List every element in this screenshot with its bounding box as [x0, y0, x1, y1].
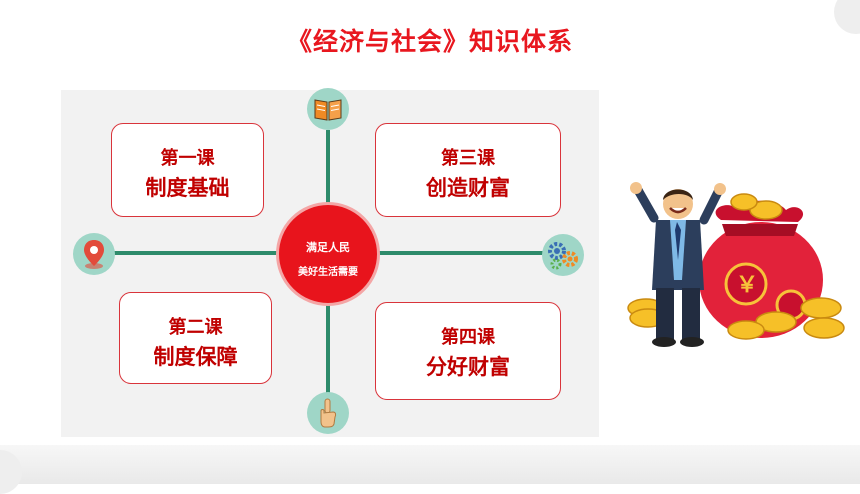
bottom-band	[0, 445, 860, 484]
card-lesson-3: 第三课 创造财富	[375, 123, 561, 217]
lesson-label: 第四课	[441, 327, 495, 348]
gears-icon	[548, 242, 578, 270]
card-lesson-1: 第一课 制度基础	[111, 123, 264, 217]
location-bubble	[73, 233, 115, 275]
corner-decoration-bottom	[0, 450, 22, 494]
card-lesson-4: 第四课 分好财富	[375, 302, 561, 400]
book-icon	[314, 99, 342, 121]
hub-circle: 满足人民 美好生活需要	[276, 202, 380, 306]
cheering-man-icon	[630, 182, 726, 347]
money-man-illustration: ￥	[627, 182, 845, 347]
lesson-label: 第一课	[160, 148, 215, 169]
lesson-label: 第三课	[441, 148, 495, 169]
lesson-topic: 制度保障	[153, 345, 238, 369]
hub-line-2: 美好生活需要	[298, 267, 358, 278]
lesson-label: 第二课	[168, 317, 223, 338]
lesson-topic: 分好财富	[426, 355, 510, 379]
lesson-topic: 创造财富	[426, 176, 510, 200]
page-title: 《经济与社会》知识体系	[286, 27, 573, 56]
book-bubble	[307, 88, 349, 130]
bag-coin-symbol: ￥	[736, 273, 758, 298]
pointing-hand-icon	[320, 398, 337, 428]
gears-bubble	[542, 234, 584, 276]
location-pin-icon	[84, 240, 104, 269]
hub-line-1: 满足人民	[306, 241, 350, 254]
hand-bubble	[307, 392, 349, 434]
lesson-topic: 制度基础	[145, 176, 230, 200]
card-lesson-2: 第二课 制度保障	[119, 292, 272, 384]
